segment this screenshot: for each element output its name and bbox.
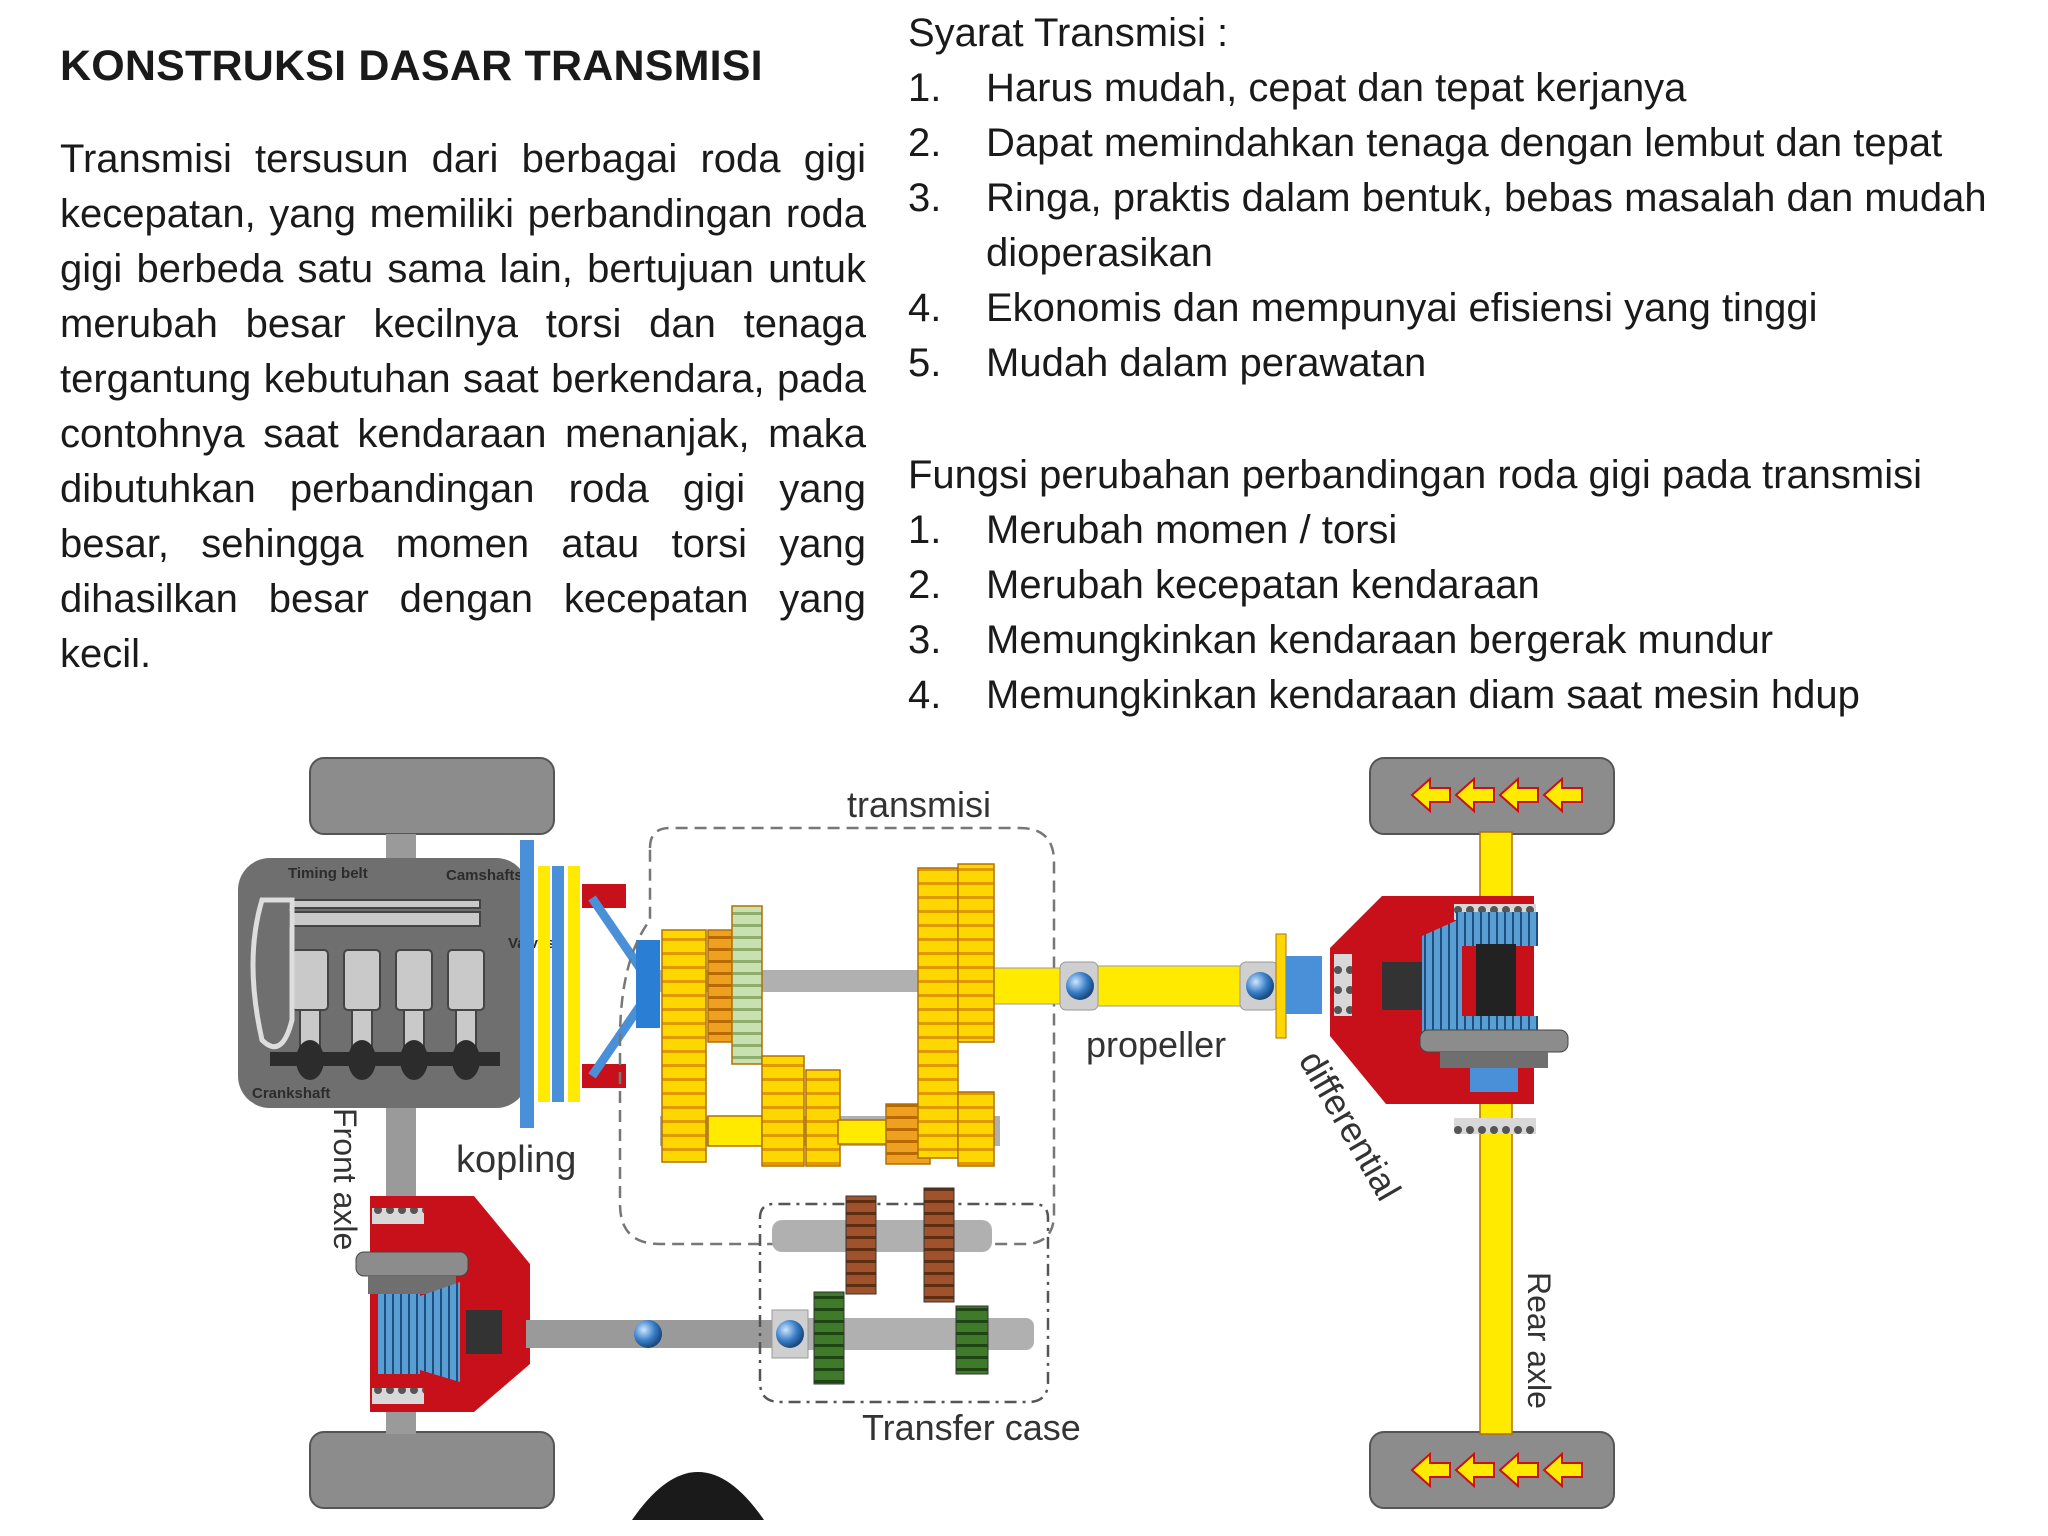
rear-right-wheel-arrows [1410,1451,1583,1489]
transmission-gears [661,863,995,1167]
syarat-heading: Syarat Transmisi : [908,11,1229,55]
propeller-ujoint-right [1246,972,1274,1000]
rear-left-wheel-arrows [1410,776,1583,814]
transfer-ujoint [776,1320,804,1348]
camshafts-label: Camshafts [446,867,523,884]
syarat-item: 5.Mudah dalam perawatan [908,341,1427,385]
fungsi-item: 1.Merubah momen / torsi [908,508,1398,552]
engine-block: Timing belt Camshafts Valves Crankshaft [238,858,555,1108]
fungsi-heading: Fungsi perubahan perbandingan roda gigi … [908,453,1923,497]
transmisi-label: transmisi [847,784,991,825]
fungsi-item: 2.Merubah kecepatan kendaraan [908,563,1540,607]
syarat-item: 1.Harus mudah, cepat dan tepat kerjanya [908,66,1687,110]
cropped-dark-object [632,1472,764,1520]
propeller-coupling [1286,956,1322,1014]
page-title: KONSTRUKSI DASAR TRANSMISI [60,42,763,90]
rear-differential [1330,896,1569,1134]
fungsi-item: 3.Memungkinkan kendaraan bergerak mundur [908,618,1774,662]
transfer-gears [813,1187,989,1385]
output-shaft [989,967,1061,1005]
front-drive-ujoint [634,1320,662,1348]
front-differential [355,1196,530,1412]
transfer-lower-shaft [772,1318,1034,1350]
fungsi-item: 4.Memungkinkan kendaraan diam saat mesin… [908,673,1860,717]
propeller-flange [1275,933,1287,1039]
transfer-upper-shaft [772,1220,992,1252]
front-axle-label: Front axle [327,1108,363,1250]
syarat-item: 4.Ekonomis dan mempunyai efisiensi yang … [908,286,1818,330]
intro-paragraph: Transmisi tersusun dari berbagai roda gi… [60,137,866,676]
timing-belt-label: Timing belt [288,865,368,882]
rear-axle-label: Rear axle [1521,1272,1557,1409]
kopling-label: kopling [456,1139,576,1181]
propeller-label: propeller [1086,1024,1226,1065]
front-right-wheel [309,1431,555,1509]
syarat-list: 1.Harus mudah, cepat dan tepat kerjanya … [908,61,2038,391]
syarat-item: 2.Dapat memindahkan tenaga dengan lembut… [908,121,1943,165]
propeller-shaft [1097,965,1245,1007]
transfer-case-outline [758,1202,1050,1404]
syarat-item: 3.Ringa, praktis dalam bentuk, bebas mas… [908,176,1987,275]
front-left-wheel [309,757,555,835]
crankshaft-label: Crankshaft [252,1085,330,1102]
propeller-ujoint-left [1066,972,1094,1000]
clutch-assembly [520,840,660,1128]
fungsi-list: 1.Merubah momen / torsi 2.Merubah kecepa… [908,503,2038,723]
transfer-case-label: Transfer case [862,1407,1081,1448]
